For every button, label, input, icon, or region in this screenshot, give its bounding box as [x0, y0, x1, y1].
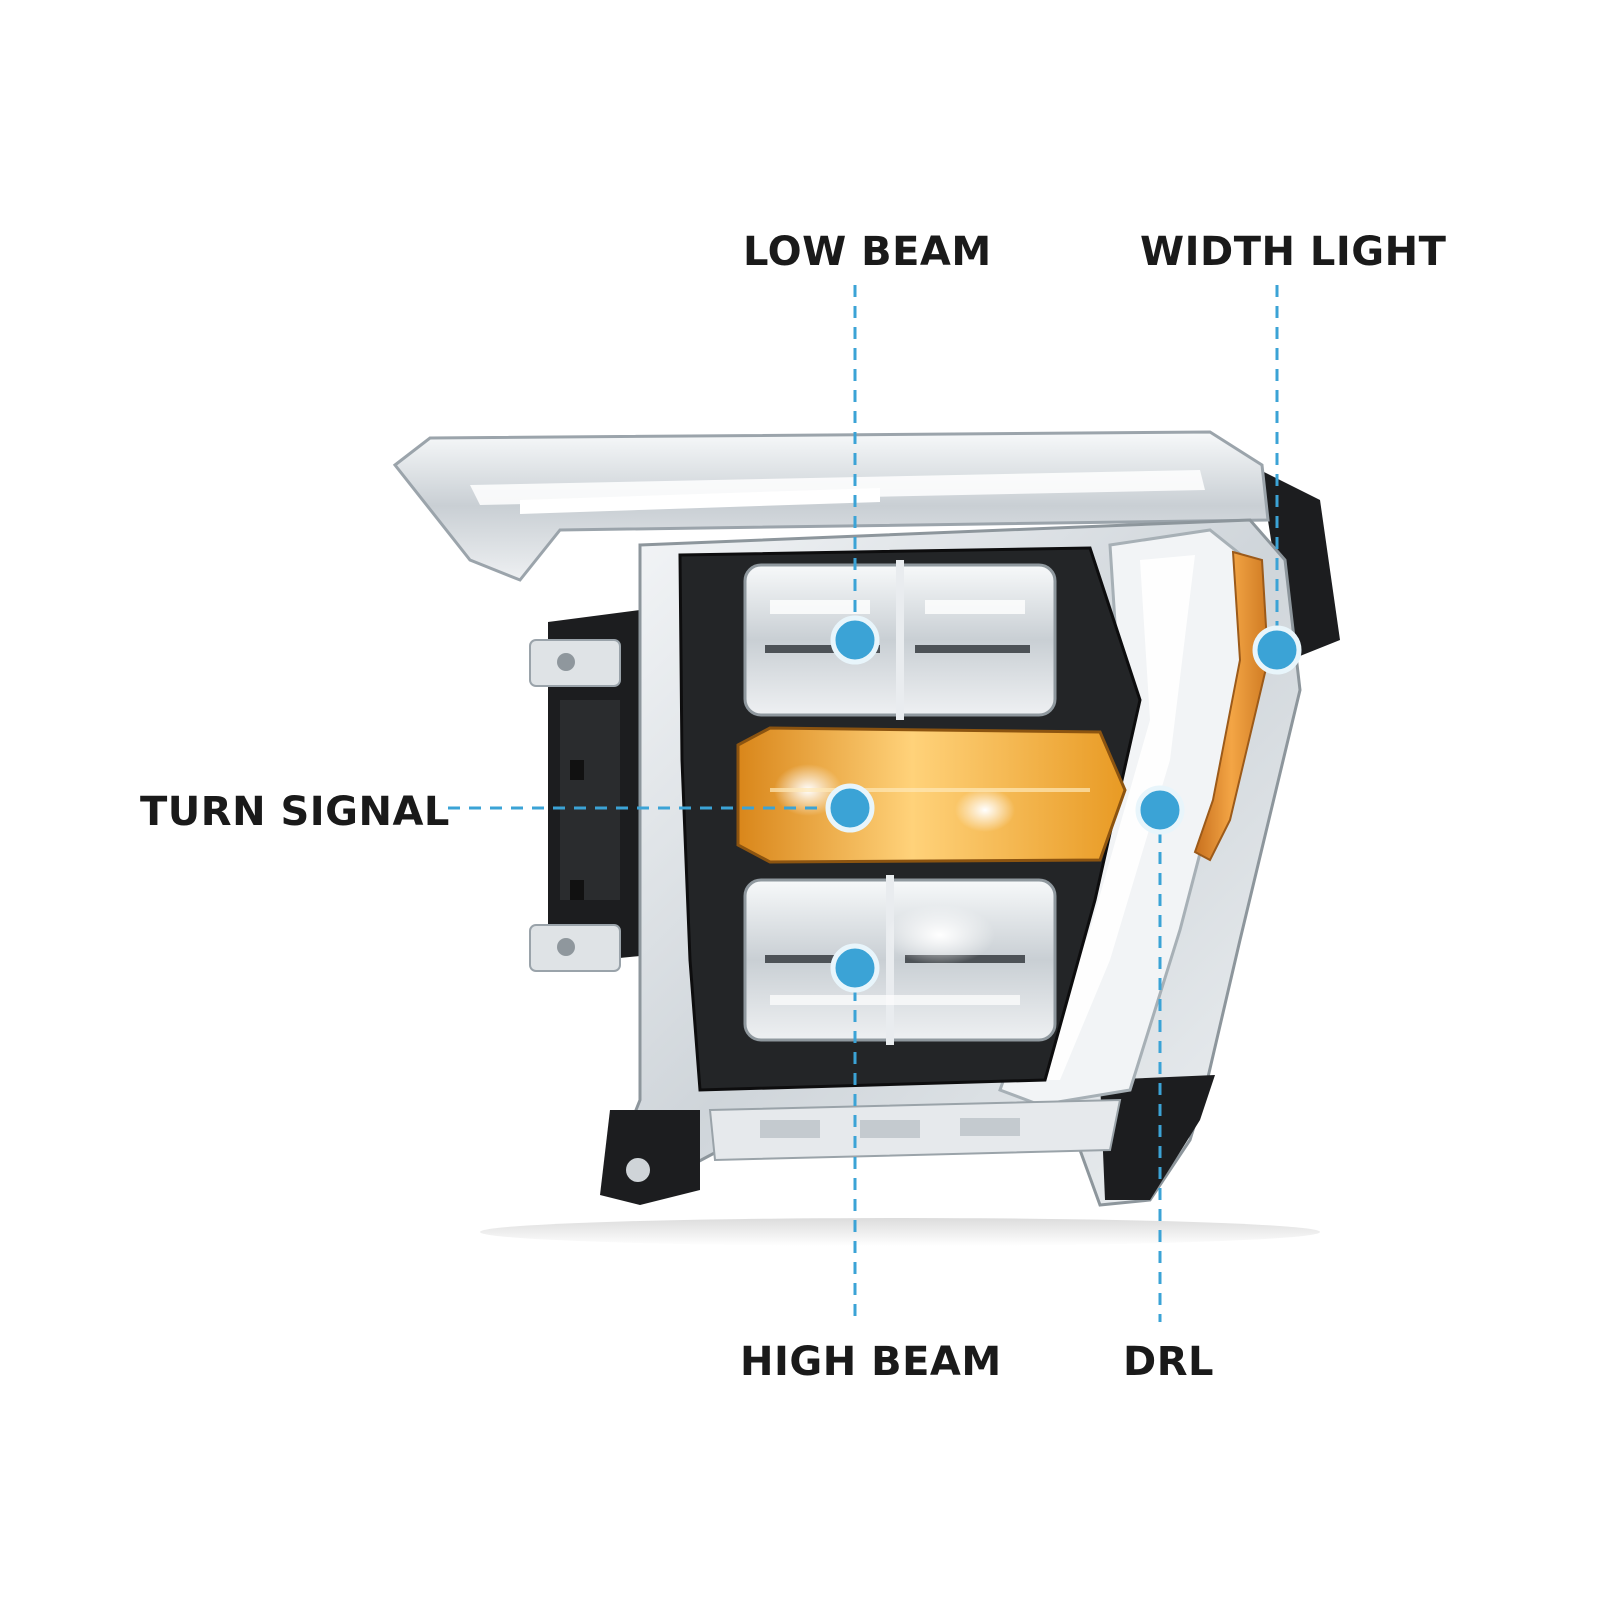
bottom-mount-right [1100, 1075, 1215, 1200]
width-light-label: WIDTH LIGHT [1140, 229, 1447, 275]
bottom-mount-left [600, 1110, 700, 1205]
drl-label: DRL [1123, 1339, 1214, 1385]
turn-signal-marker [825, 783, 875, 833]
low-beam-marker [830, 615, 880, 665]
top-lens-hood [392, 430, 1270, 582]
rear-bracket [1260, 470, 1340, 660]
floor-shadow [480, 1218, 1320, 1246]
width-light-marker [1252, 625, 1302, 675]
side-amber-marker [1193, 550, 1270, 862]
high-beam-label: HIGH BEAM [740, 1339, 1002, 1385]
high-beam-marker [830, 943, 880, 993]
low-beam-lens-block [743, 560, 1057, 720]
high-beam-lens-block [743, 875, 1057, 1045]
mounting-bracket [529, 610, 650, 972]
low-beam-label: LOW BEAM [743, 229, 992, 275]
turn-signal-strip [736, 726, 1127, 864]
drl-marker [1135, 785, 1185, 835]
turn-signal-label: TURN SIGNAL [140, 789, 450, 835]
